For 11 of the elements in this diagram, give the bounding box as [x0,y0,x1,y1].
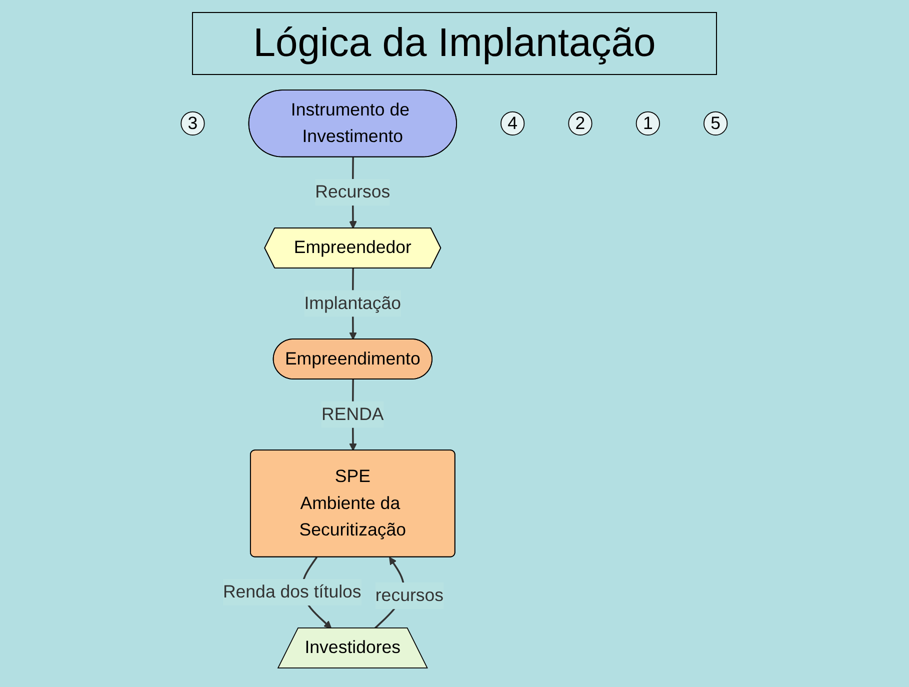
edge-label: Renda dos títulos [223,582,362,602]
node-circle: 3 [181,111,206,136]
title: Lógica da Implantação [192,12,717,75]
node-circle: 5 [704,111,728,136]
edge-label: recursos [376,586,444,606]
node-circle: 4 [500,111,525,136]
edge-label: RENDA [322,404,384,424]
node-circle: 2 [568,111,593,136]
edge-label: Recursos [315,182,391,202]
node-circle: 1 [636,111,660,136]
edge-label: Implantação [304,294,402,314]
